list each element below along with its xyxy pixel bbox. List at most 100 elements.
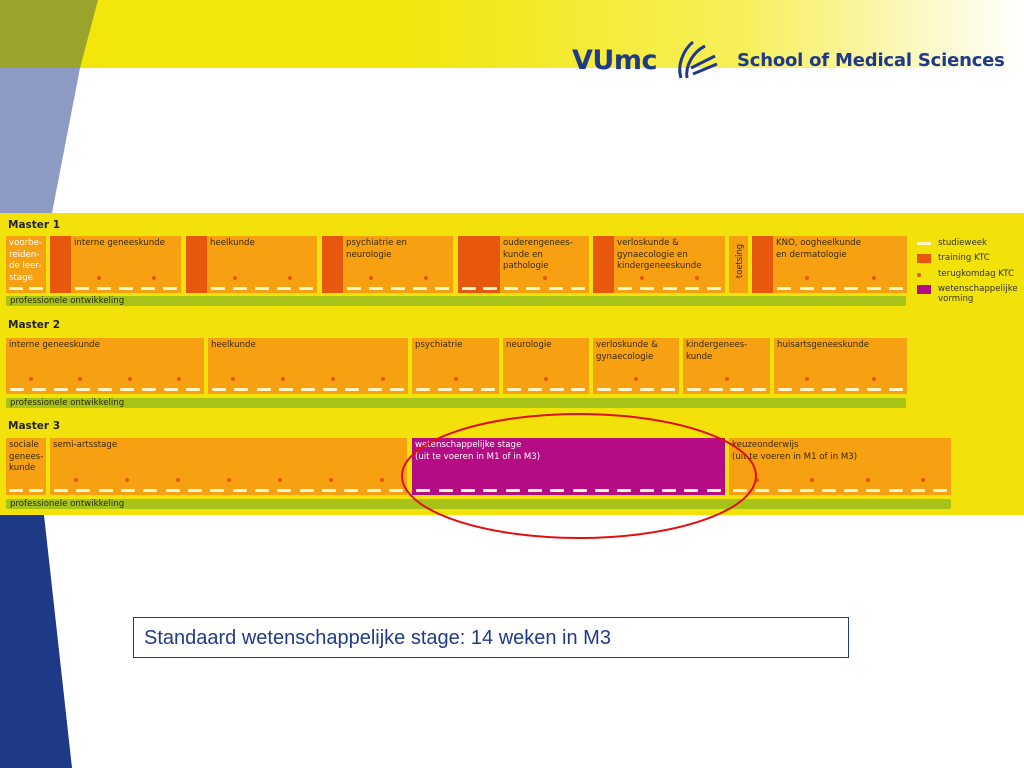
studieweek-marker (684, 287, 699, 290)
legend-item: training KTC (917, 253, 1024, 264)
m1-training-block (593, 236, 614, 293)
studieweek-marker (844, 287, 859, 290)
studieweek-marker (347, 287, 361, 290)
terugkomdag-dot (127, 377, 132, 381)
studieweek-marker (661, 388, 676, 391)
studieweek-marker (799, 287, 814, 290)
studieweek-marker (29, 287, 43, 290)
studieweek-marker (234, 388, 249, 391)
terugkomdag-dot (542, 276, 547, 280)
m3-sociale-block: sociale genees- kunde (6, 438, 46, 495)
studieweek-marker (888, 489, 903, 492)
training-swatch-icon (917, 254, 931, 263)
terugkomdag-dot (231, 377, 235, 381)
terugkomdag-dot (78, 377, 83, 381)
terugkomdag-dot (810, 478, 815, 482)
studieweek-marker (822, 388, 837, 391)
m1-interne-label: interne geneeskunde (74, 238, 165, 248)
studieweek-marker (210, 489, 225, 492)
m2-verlos-label: verloskunde & gynaecologie (596, 340, 658, 362)
m1-voorbereiden-block: voorbe- reiden- de leer- stage (6, 236, 46, 293)
terugkomdag-dot (381, 377, 385, 381)
m2-prof-bar: professionele ontwikkeling (6, 398, 906, 408)
m3-wetenschap-block: wetenschappelijke stage (uit te voeren i… (412, 438, 725, 495)
m1-prof-label: professionele ontwikkeling (10, 296, 125, 306)
studieweek-marker (54, 388, 68, 391)
studieweek-marker (277, 489, 292, 492)
studieweek-marker (504, 287, 519, 290)
studieweek-marker (438, 489, 453, 492)
studieweek-marker (459, 388, 474, 391)
terugkomdag-dot (871, 276, 876, 280)
studieweek-marker (662, 489, 677, 492)
terugkomdag-dot (368, 276, 373, 280)
studieweek-marker (570, 287, 585, 290)
m3-prof-bar: professionele ontwikkeling (6, 499, 951, 509)
studieweek-marker (821, 489, 836, 492)
studieweek-marker (254, 489, 269, 492)
studieweek-marker (706, 489, 721, 492)
studieweek-marker (778, 388, 793, 391)
legend-item: wetenschappelijke vorming (917, 284, 1024, 306)
section-title-master-3: Master 3 (8, 420, 61, 432)
m1-kno-label: KNO, oogheelkunde en dermatologie (776, 238, 862, 260)
terugkomdag-dot-icon (917, 273, 921, 277)
terugkomdag-dot (805, 377, 810, 381)
m3-keuze-label: keuzeonderwijs (uit te voeren in M1 of i… (732, 440, 858, 462)
terugkomdag-dot (177, 377, 182, 381)
studieweek-marker (844, 489, 859, 492)
studieweek-marker (369, 287, 383, 290)
studieweek-marker (684, 489, 699, 492)
studieweek-marker (527, 489, 542, 492)
terugkomdag-dot (226, 478, 231, 482)
studieweek-marker (800, 388, 815, 391)
studieweek-marker (366, 489, 381, 492)
m2-neurologie-label: neurologie (506, 340, 552, 350)
curriculum-schedule: Master 1 voorbe- reiden- de leer- stage … (0, 213, 1024, 515)
studieweek-marker (143, 489, 158, 492)
studieweek-marker (323, 388, 338, 391)
terugkomdag-dot (73, 478, 78, 482)
m3-prof-label: professionele ontwikkeling (10, 499, 125, 509)
studieweek-marker (10, 388, 24, 391)
m2-neurologie-block: neurologie (503, 338, 589, 394)
legend-label: training KTC (938, 253, 990, 263)
studieweek-marker (460, 489, 475, 492)
studieweek-marker (367, 388, 382, 391)
studieweek-marker (165, 489, 180, 492)
m1-interne-block: interne geneeskunde (71, 236, 181, 293)
studieweek-marker (54, 489, 69, 492)
terugkomdag-dot (544, 377, 548, 381)
terugkomdag-dot (453, 377, 458, 381)
terugkomdag-dot (175, 478, 180, 482)
m1-training-block (186, 236, 207, 293)
m1-heelkunde-block: heelkunde (207, 236, 317, 293)
m1-training-block (322, 236, 343, 293)
studieweek-marker (255, 287, 269, 290)
m3-keuze-block: keuzeonderwijs (uit te voeren in M1 of i… (729, 438, 951, 495)
terugkomdag-dot (695, 276, 700, 280)
section-title-master-1: Master 1 (8, 219, 61, 231)
studieweek-marker (481, 388, 496, 391)
m1-toetsing-label: toetsing (734, 243, 744, 279)
studieweek-marker (345, 388, 360, 391)
studieweek-marker (618, 388, 633, 391)
terugkomdag-dot (28, 377, 33, 381)
m2-huisarts-label: huisartsgeneeskunde (777, 340, 869, 350)
brand-name: VUmc (572, 44, 657, 76)
studieweek-marker (755, 489, 770, 492)
studieweek-marker (278, 388, 293, 391)
terugkomdag-dot (634, 377, 638, 381)
studieweek-marker (97, 287, 111, 290)
studieweek-marker (528, 388, 543, 391)
studieweek-marker (435, 287, 449, 290)
studieweek-marker (437, 388, 452, 391)
studieweek-marker (799, 489, 814, 492)
studieweek-marker (461, 287, 476, 290)
studieweek-marker (120, 388, 134, 391)
studieweek-marker (821, 287, 836, 290)
legend-item: studieweek (917, 238, 1024, 249)
legend-label: wetenschappelijke vorming (938, 284, 1018, 304)
studieweek-marker (549, 388, 564, 391)
